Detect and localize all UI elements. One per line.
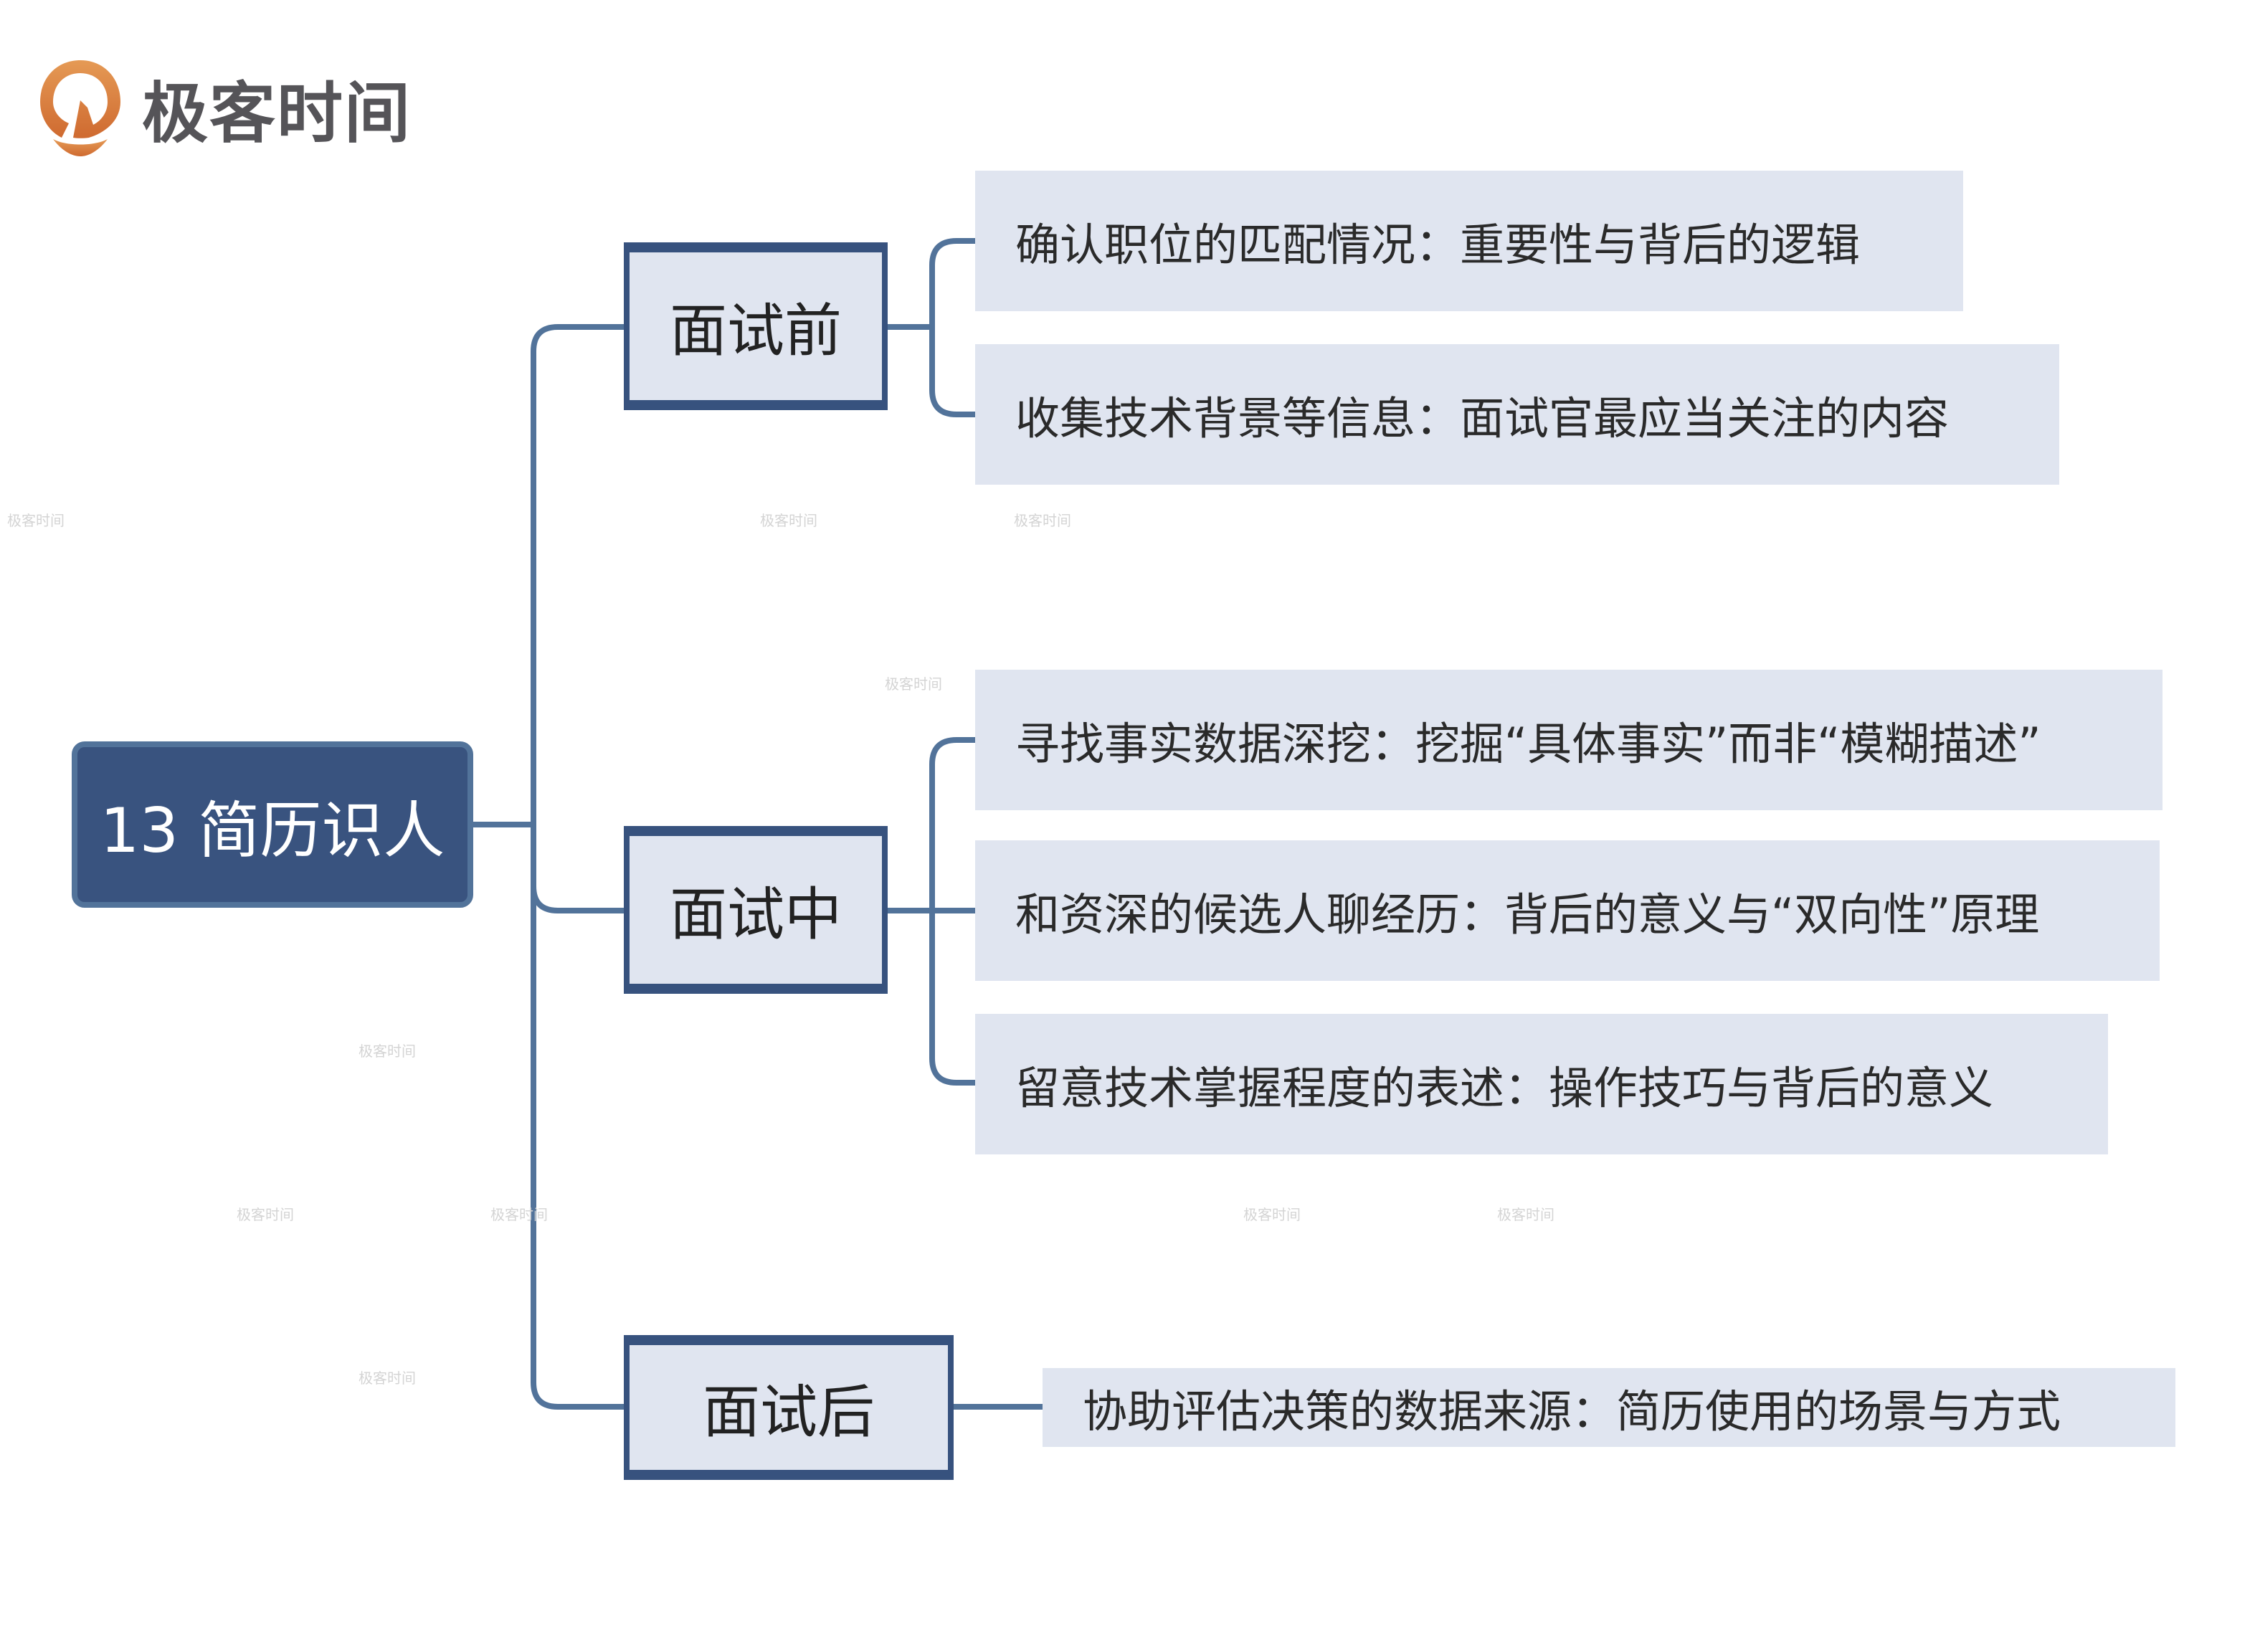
branch-node-during[interactable]: 面试中 xyxy=(624,826,888,994)
branch-node-after[interactable]: 面试后 xyxy=(624,1335,954,1480)
watermark: 极客时间 xyxy=(885,675,942,693)
watermark: 极客时间 xyxy=(359,1043,416,1060)
watermark: 极客时间 xyxy=(1497,1206,1554,1223)
connector-during-leaf-1 xyxy=(929,737,975,911)
leaf-node[interactable]: 寻找事实数据深挖：挖掘“具体事实”而非“模糊描述” xyxy=(975,670,2163,810)
geektime-logo-icon xyxy=(37,57,123,158)
leaf-node[interactable]: 收集技术背景等信息：面试官最应当关注的内容 xyxy=(975,344,2059,485)
brand-name: 极客时间 xyxy=(142,75,412,152)
connector-trunk-before xyxy=(531,324,630,825)
watermark: 极客时间 xyxy=(760,512,817,529)
connector-before-leaf-2 xyxy=(929,327,975,417)
leaf-node[interactable]: 留意技术掌握程度的表述：操作技巧与背后的意义 xyxy=(975,1014,2108,1154)
connector-trunk-during xyxy=(531,825,630,913)
branch-node-before[interactable]: 面试前 xyxy=(624,242,888,410)
brand-logo: 极客时间 xyxy=(37,57,412,158)
root-node[interactable]: 13 简历识人 xyxy=(72,741,473,908)
leaf-node[interactable]: 和资深的候选人聊经历：背后的意义与“双向性”原理 xyxy=(975,840,2160,981)
watermark: 极客时间 xyxy=(359,1369,416,1387)
watermark: 极客时间 xyxy=(7,512,65,529)
watermark: 极客时间 xyxy=(490,1206,548,1223)
connector-before-leaf-1 xyxy=(929,238,975,327)
connector-trunk-after xyxy=(531,825,630,1410)
leaf-node[interactable]: 协助评估决策的数据来源：简历使用的场景与方式 xyxy=(1043,1368,2175,1447)
leaf-node[interactable]: 确认职位的匹配情况：重要性与背后的逻辑 xyxy=(975,171,1963,311)
watermark: 极客时间 xyxy=(237,1206,294,1223)
watermark: 极客时间 xyxy=(1014,512,1071,529)
watermark: 极客时间 xyxy=(1243,1206,1301,1223)
connector-during-leaf-3 xyxy=(929,911,975,1086)
